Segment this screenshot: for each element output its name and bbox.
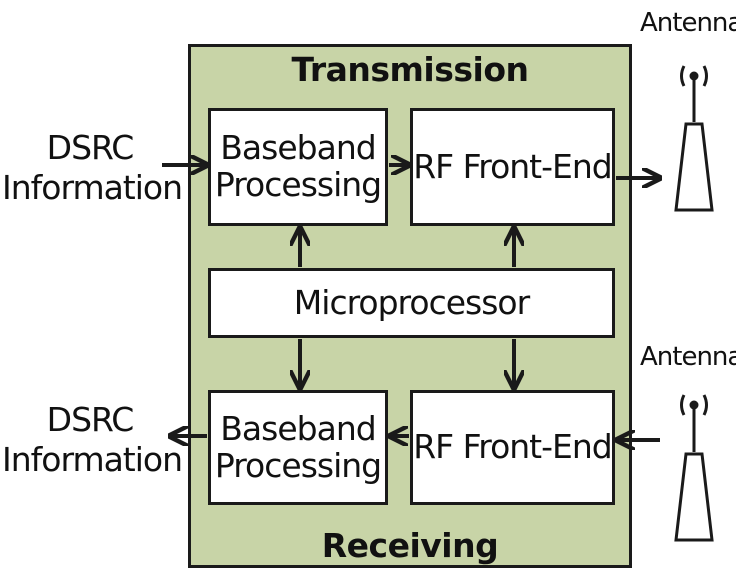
microprocessor-block: Microprocessor: [208, 268, 615, 338]
tx-baseband-block: Baseband Processing: [208, 108, 388, 226]
rx-rf-frontend-block: RF Front-End: [410, 390, 615, 505]
microprocessor-label: Microprocessor: [293, 282, 530, 322]
rx-rf-frontend-label: RF Front-End: [413, 427, 612, 467]
antenna-icon: [674, 394, 714, 542]
transmission-title: Transmission: [291, 50, 529, 89]
antenna-top-label: Antenna: [640, 8, 736, 38]
tx-rf-frontend-block: RF Front-End: [410, 108, 615, 226]
tx-baseband-label: Baseband Processing: [214, 128, 382, 204]
dsrc-output-label: DSRC Information: [2, 400, 183, 480]
antenna-icon: [674, 65, 714, 212]
rx-baseband-block: Baseband Processing: [208, 390, 388, 505]
rx-baseband-label: Baseband Processing: [214, 408, 382, 485]
tx-rf-frontend-label: RF Front-End: [413, 146, 612, 186]
antenna-bottom-label: Antenna: [640, 342, 736, 372]
receiving-title: Receiving: [321, 526, 499, 565]
dsrc-input-label: DSRC Information: [2, 128, 183, 208]
